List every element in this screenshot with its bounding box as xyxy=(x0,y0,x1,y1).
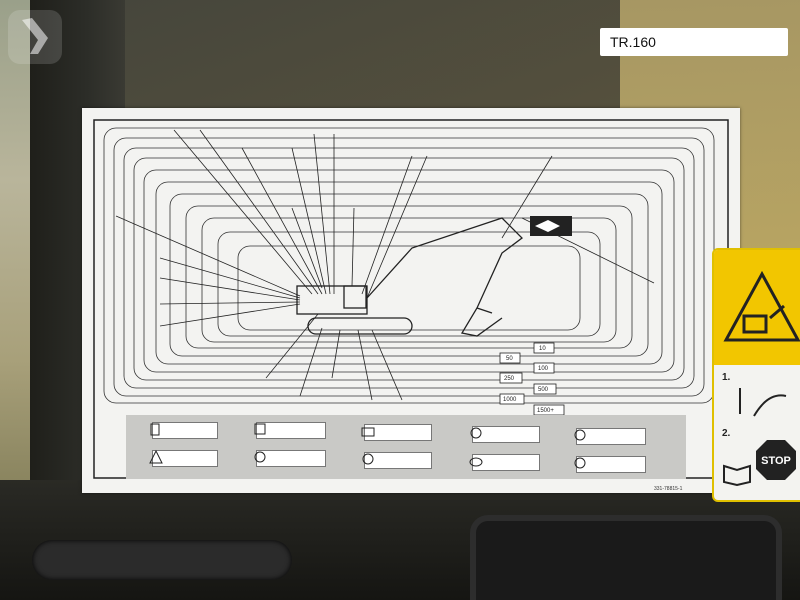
lever-icon xyxy=(739,388,787,417)
watermark-logo xyxy=(8,10,62,64)
spec-slot-filter xyxy=(252,449,326,467)
interval-10: 10 xyxy=(539,346,546,352)
interval-1500: 1500+ xyxy=(537,408,554,414)
crush-hazard-icon xyxy=(722,270,800,341)
spec-slot-fuel xyxy=(148,421,218,439)
spec-slot-air xyxy=(360,451,432,469)
listing-tag: TR.160 xyxy=(600,28,788,56)
fuel-icon xyxy=(150,423,160,436)
hydraulic-oil-icon xyxy=(254,423,266,435)
interval-rings xyxy=(103,127,715,404)
warning-step-1: 1. xyxy=(722,372,731,383)
book-icon xyxy=(723,464,751,486)
swing-icon xyxy=(469,457,483,467)
maintenance-decal: 10 50 100 250 500 1000 1500+ xyxy=(82,108,740,493)
spec-slot-grease xyxy=(148,449,218,467)
engine-oil-icon xyxy=(361,427,375,437)
interval-1000: 1000 xyxy=(503,397,517,403)
leader-lines xyxy=(115,129,655,401)
spec-slot-hydraulic xyxy=(252,421,326,439)
travel-motor-icon xyxy=(574,457,586,469)
filter-icon xyxy=(254,451,266,463)
coolant-icon xyxy=(470,427,482,439)
spec-slot-coolant xyxy=(468,425,540,443)
spec-slot-swing xyxy=(468,453,540,471)
fluid-spec-table xyxy=(126,415,686,479)
part-number: 331-78815-1 xyxy=(654,486,683,492)
warning-pictogram xyxy=(714,250,800,365)
interval-250: 250 xyxy=(504,376,515,382)
interval-boxes xyxy=(499,342,565,416)
interval-500: 500 xyxy=(538,387,549,393)
interval-100: 100 xyxy=(538,366,549,372)
listing-tag-text: TR.160 xyxy=(610,34,656,50)
door-seal xyxy=(32,540,292,580)
maintenance-diagram: 10 50 100 250 500 1000 1500+ xyxy=(93,119,729,479)
stop-sign-icon: STOP xyxy=(756,440,796,480)
warning-label: 1. 2. STOP xyxy=(712,248,800,502)
gear-oil-icon xyxy=(574,429,586,441)
manual-icon xyxy=(530,216,572,236)
excavator-outline xyxy=(296,217,523,337)
spec-slot-gear xyxy=(572,427,646,445)
interval-50: 50 xyxy=(506,356,513,362)
spec-slot-travel xyxy=(572,455,646,473)
warning-step-2: 2. xyxy=(722,428,731,439)
spec-slot-engine xyxy=(360,423,432,441)
grease-icon xyxy=(149,449,163,464)
interior-mirror xyxy=(470,515,782,600)
stop-text: STOP xyxy=(761,455,791,467)
air-filter-icon xyxy=(362,453,374,465)
